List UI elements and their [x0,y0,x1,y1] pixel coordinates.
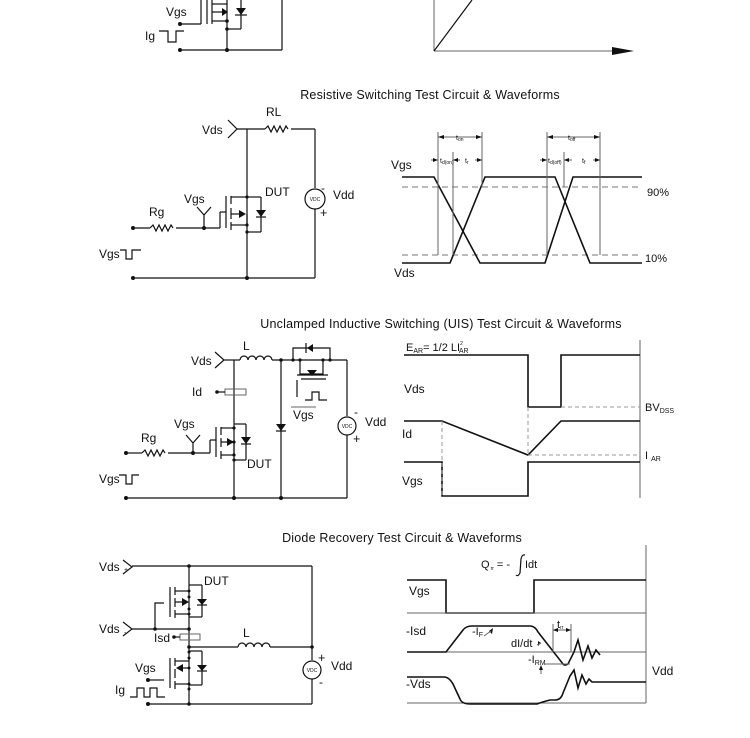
diode-lower-mosfet [169,650,207,691]
diode-dut-label: DUT [204,574,229,588]
uis-wave-vgs-label: Vgs [402,474,423,488]
rg-resistor [149,223,174,233]
top-circuit-fragment: Vgs Ig [145,0,283,52]
svg-text:Idt: Idt [525,559,537,571]
integral-sign [515,554,526,577]
diode-l-label: L [243,626,250,640]
isd-current-probe [179,633,201,641]
diode-vds-minus-label: Vds [99,622,120,636]
diode-vgs-trace [407,579,646,614]
svg-text:td(off): td(off) [548,158,562,166]
top-graph-fragment [433,0,634,55]
uis-title: Unclamped Inductive Switching (UIS) Test… [260,317,621,331]
diode-waveform: Qrr= - Idt Vgs -Isd -Vds -IF dI/dt trr -… [406,545,673,705]
resistive-title: Resistive Switching Test Circuit & Wavef… [300,88,560,102]
svg-text:+: + [318,651,325,665]
resistive-wave-vgs-label: Vgs [391,158,412,172]
didt-label: dI/dt [511,638,532,650]
diode-title: Diode Recovery Test Circuit & Waveforms [282,531,522,545]
svg-text:-: - [124,630,127,637]
if-label: -IF [472,626,483,639]
svg-text:tr: tr [465,158,469,166]
resistive-waveform: ton toff td(on) tr td(off) tf Vgs Vds 90… [391,132,669,280]
top-ig-label: Ig [145,29,155,43]
uis-circuit: Vgs VDC - + Vdd Id [99,339,386,500]
diode-vgs-label: Vgs [135,661,156,675]
uis-dut-mosfet [215,423,251,462]
svg-text:VDC: VDC [307,668,318,674]
diode-isd-label: Isd [154,631,170,645]
uis-wave-vds-label: Vds [404,382,425,396]
uis-id-label: Id [192,385,202,399]
qrr-formula: Qrr= - [481,559,510,572]
svg-text:-: - [319,675,323,689]
inductor-l [239,355,273,361]
svg-text:td(on): td(on) [440,158,454,166]
uis-rg-label: Rg [141,431,156,445]
uis-vdd-label: Vdd [365,415,386,429]
uis-vds-trace [404,354,640,408]
svg-text:VDC: VDC [310,197,321,203]
svg-text:Vgs: Vgs [174,417,195,431]
uis-rg-resistor [141,448,166,458]
svg-text:+: + [353,432,360,446]
top-vgs-label: Vgs [166,5,187,19]
svg-text:tf: tf [582,158,586,166]
label-90pct: 90% [647,187,669,199]
svg-text:-: - [354,405,358,419]
diode-vds-trace [407,667,646,705]
vgs-trace [402,176,642,264]
diode-dut-mosfet [154,584,207,629]
diode-wave-vdd-label: Vdd [652,664,673,678]
resistive-vdd-label: Vdd [333,188,354,202]
svg-text:Vgs: Vgs [99,247,120,261]
diode-wave-vds-label: -Vds [406,677,431,691]
uis-vgs-bar-label: Vgs [293,408,314,422]
label-10pct: 10% [645,253,667,265]
diode-circuit: Vds + VDC + - Vdd [99,559,352,706]
resistive-rg-label: Rg [149,205,164,219]
svg-text:-: - [321,181,325,195]
rl-resistor [264,124,289,134]
uis-wave-id-label: Id [402,427,412,441]
resistive-rl-label: RL [266,105,282,119]
uis-id-trace [404,420,640,456]
vds-trace [402,176,642,264]
svg-text:+: + [124,567,128,574]
trr-label: trr [557,619,564,631]
svg-text:ton: ton [456,135,464,143]
diode-inductor-l [237,642,271,648]
diode-isd-trace [407,625,601,666]
svg-text:VDC: VDC [342,424,353,430]
irm-label: -IRM [528,654,546,667]
resistive-wave-vds-label: Vds [394,266,415,280]
resistive-circuit: VDC - + Vdd DUT [99,105,354,280]
svg-text:+: + [320,206,327,220]
resistive-dut-label: DUT [265,185,290,199]
diode-wave-vgs-label: Vgs [409,584,430,598]
svg-text:Vgs: Vgs [184,192,205,206]
svg-text:toff: toff [568,135,576,143]
svg-text:Vgs: Vgs [99,472,120,486]
uis-vds-label: Vds [191,354,212,368]
diode-vds-plus-label: Vds [99,560,120,574]
dut-mosfet [225,195,266,234]
id-current-probe [224,388,247,396]
diode-vdd-label: Vdd [331,659,352,673]
uis-l-label: L [243,339,250,353]
uis-vgs-trace [404,461,640,497]
diode-ig-label: Ig [115,683,125,697]
diode-wave-isd-label: -Isd [406,624,426,638]
resistive-vds-label: Vds [202,123,223,137]
bvdss-label: BVDSS [645,402,674,415]
uis-dut-label: DUT [247,457,272,471]
